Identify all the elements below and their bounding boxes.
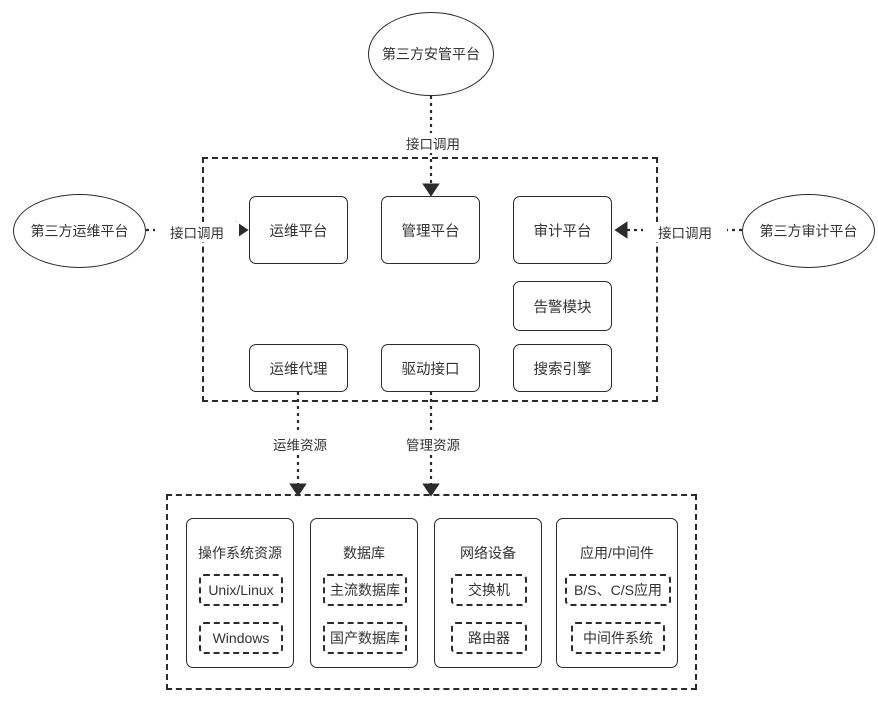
module-label: 管理平台: [401, 223, 460, 240]
module-search-engine[interactable]: 搜索引擎: [513, 344, 612, 392]
resource-item[interactable]: 路由器: [451, 622, 527, 654]
module-driver-interface[interactable]: 驱动接口: [381, 344, 480, 392]
resource-group-title: 操作系统资源: [198, 545, 282, 561]
platform-layer-container: [202, 157, 658, 402]
resource-layer-container: [166, 494, 697, 690]
resource-group-title: 网络设备: [460, 545, 516, 561]
resource-item[interactable]: 主流数据库: [323, 574, 407, 606]
external-third-party-ops-platform[interactable]: 第三方运维平台: [13, 194, 146, 268]
module-ops-platform[interactable]: 运维平台: [249, 196, 348, 264]
edge-label-manage-resource: 管理资源: [391, 434, 475, 454]
resource-item[interactable]: 国产数据库: [323, 622, 407, 654]
module-label: 驱动接口: [401, 361, 460, 378]
resource-group-os-resource[interactable]: 操作系统资源 Unix/Linux Windows: [186, 518, 294, 668]
external-label: 第三方运维平台: [30, 223, 129, 239]
resource-group-title: 应用/中间件: [580, 545, 654, 561]
module-ops-agent[interactable]: 运维代理: [249, 344, 348, 392]
edge-label-top-interface: 接口调用: [390, 133, 476, 153]
edge-label-ops-resource: 运维资源: [258, 434, 342, 454]
module-manage-platform[interactable]: 管理平台: [381, 196, 480, 264]
module-label: 运维代理: [269, 361, 328, 378]
edge-label-left-interface: 接口调用: [155, 222, 239, 242]
external-label: 第三方安管平台: [382, 46, 480, 62]
external-third-party-security-platform[interactable]: 第三方安管平台: [368, 12, 494, 96]
resource-item[interactable]: Unix/Linux: [199, 574, 283, 606]
resource-item[interactable]: Windows: [199, 622, 283, 654]
external-third-party-audit-platform[interactable]: 第三方审计平台: [742, 194, 875, 268]
edge-label-right-interface: 接口调用: [643, 222, 727, 242]
module-alarm-module[interactable]: 告警模块: [513, 281, 612, 331]
module-label: 审计平台: [533, 223, 592, 240]
module-label: 运维平台: [269, 223, 328, 240]
resource-group-title: 数据库: [343, 545, 385, 561]
resource-item[interactable]: 交换机: [451, 574, 527, 606]
module-label: 告警模块: [533, 299, 592, 316]
resource-item[interactable]: B/S、C/S应用: [565, 574, 671, 606]
resource-group-database[interactable]: 数据库 主流数据库 国产数据库: [310, 518, 418, 668]
resource-group-network-device[interactable]: 网络设备 交换机 路由器: [434, 518, 542, 668]
external-label: 第三方审计平台: [759, 223, 858, 239]
resource-item[interactable]: 中间件系统: [571, 622, 665, 654]
module-audit-platform[interactable]: 审计平台: [513, 196, 612, 264]
module-label: 搜索引擎: [533, 361, 592, 378]
resource-group-app-middleware[interactable]: 应用/中间件 B/S、C/S应用 中间件系统: [556, 518, 678, 668]
